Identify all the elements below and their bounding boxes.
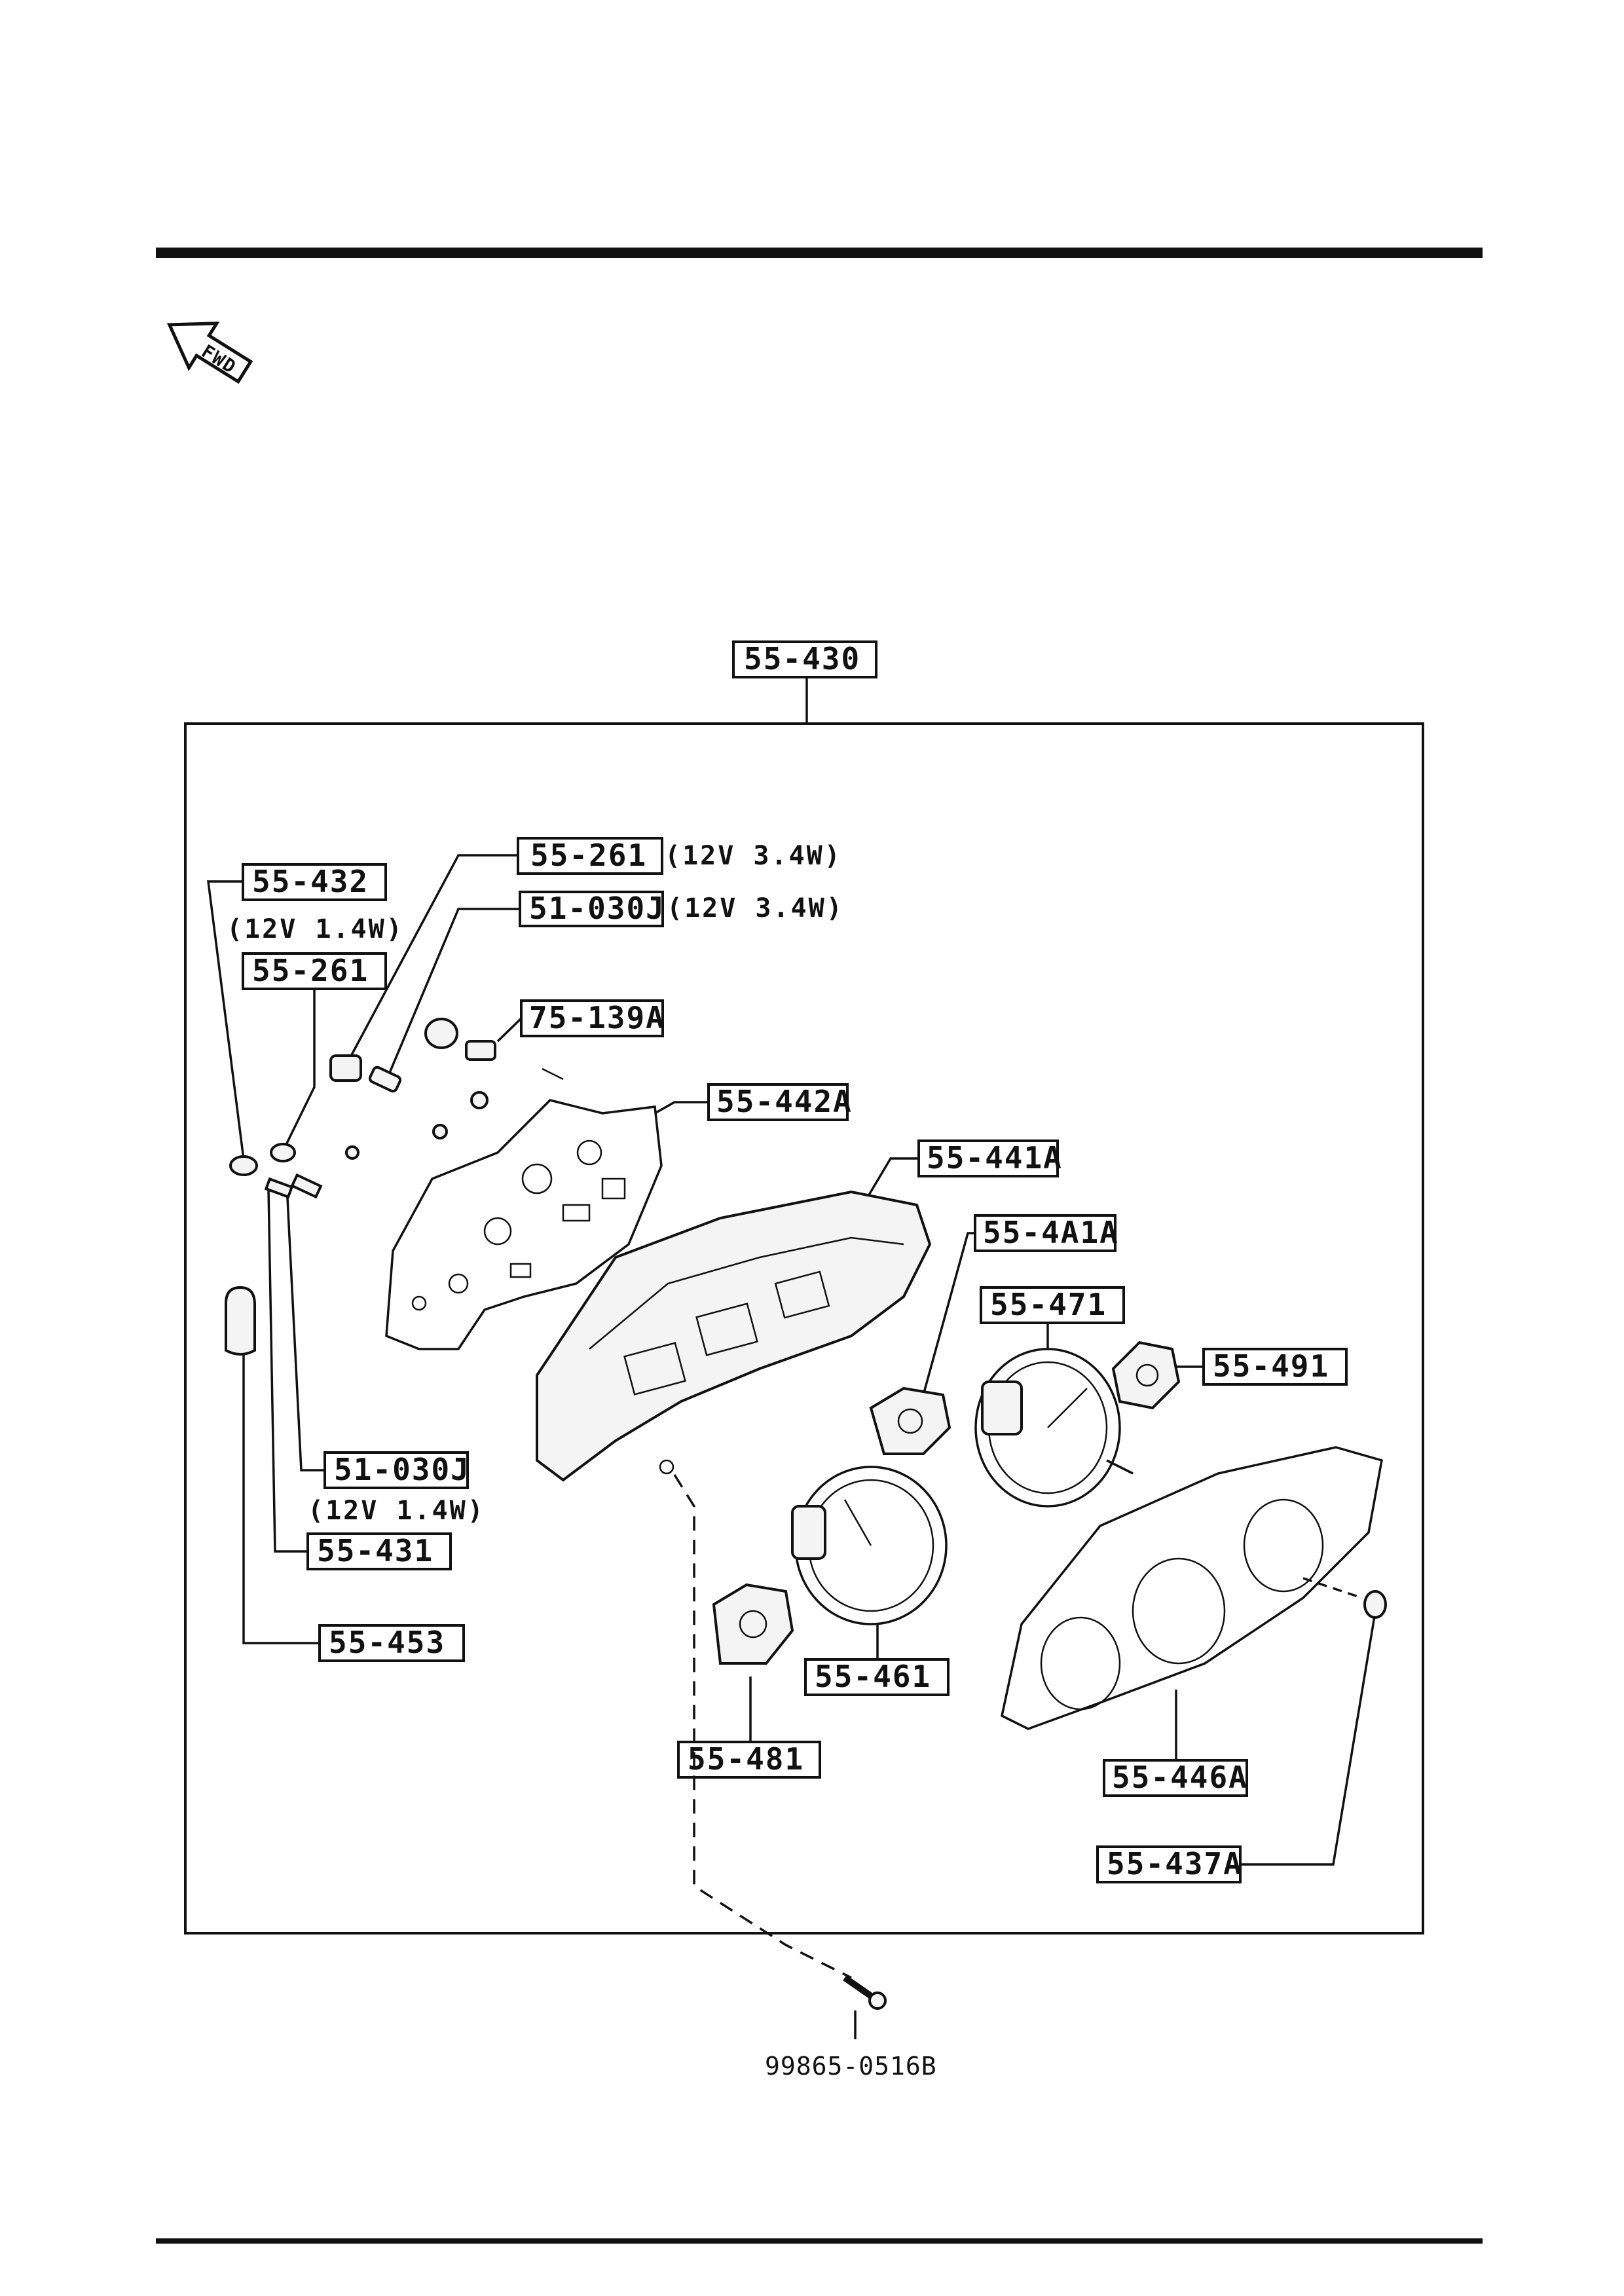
callout-gauge-small: 55-4A1A [922,1214,1119,1396]
fwd-arrow-icon: FWD [166,322,253,384]
case-part [536,1190,932,1482]
svg-text:99865-0516B: 99865-0516B [765,2052,937,2081]
callout-temp-gauge: 55-481 [677,1676,821,1779]
fuel-gauge-part [1111,1341,1181,1410]
callout-tachometer: 55-461 [804,1604,950,1696]
svg-text:55-437A: 55-437A [1107,1846,1243,1881]
printed-plate-part [385,1099,663,1350]
svg-text:55-446A: 55-446A [1112,1760,1248,1795]
bulb-sockets-group [229,1018,564,1199]
svg-text:55-471: 55-471 [990,1287,1107,1322]
cover-part [225,1286,256,1356]
callout-screw: 99865-0516B [673,1474,937,2081]
svg-text:55-430: 55-430 [744,641,860,676]
callout-assembly: 55-430 [732,640,877,724]
callout-bulb-left-a: 55-432 (12V 1.4W) [207,863,404,1160]
callout-cover: 55-453 [242,1349,465,1662]
svg-text:55-453: 55-453 [329,1625,445,1660]
speedometer-part [974,1348,1134,1508]
callout-case: 55-441A [850,1139,1063,1225]
svg-text:55-491: 55-491 [1213,1348,1329,1384]
header-rule [156,248,1483,258]
footer-rule [156,2238,1483,2244]
assembly-frame [184,722,1424,1935]
svg-text:55-461: 55-461 [815,1659,931,1694]
svg-text:51-030J: 51-030J [334,1452,470,1487]
small-gauge-part [869,1386,951,1455]
svg-text:55-261: 55-261 [530,838,647,873]
callout-socket-bottom: 55-431 [267,1189,452,1570]
temp-gauge-part [712,1583,794,1665]
svg-text:(12V 1.4W): (12V 1.4W) [308,1496,485,1526]
callout-bulb-bottom: 51-030J (12V 1.4W) [286,1185,485,1526]
svg-text:75-139A: 75-139A [529,1000,665,1035]
svg-text:(12V 1.4W): (12V 1.4W) [227,914,404,944]
callout-grommet: 55-437A [1096,1612,1376,1883]
tachometer-part [791,1466,948,1625]
svg-text:55-442A: 55-442A [716,1084,853,1119]
svg-text:(12V 3.4W): (12V 3.4W) [667,893,844,923]
svg-text:55-432: 55-432 [252,864,369,899]
lens-part [1001,1446,1384,1730]
callout-fuel-gauge: 55-491 [1172,1348,1348,1386]
screw-part [843,1974,887,2010]
svg-text:55-441A: 55-441A [927,1140,1063,1176]
svg-text:55-4A1A: 55-4A1A [983,1215,1119,1250]
callout-socket-top: 75-139A [496,999,665,1043]
svg-text:55-481: 55-481 [688,1741,804,1777]
svg-text:51-030J: 51-030J [529,891,665,926]
callout-printed-plate: 55-442A [654,1083,853,1121]
callout-lens: 55-446A [1103,1690,1248,1797]
callout-bulb-front-a: 55-261 (12V 3.4W) [347,837,842,1062]
svg-text:(12V 3.4W): (12V 3.4W) [665,841,842,871]
svg-text:55-261: 55-261 [252,953,369,988]
svg-text:55-431: 55-431 [317,1533,434,1568]
callout-bulb-front-b: 51-030J (12V 3.4W) [385,891,844,1081]
grommet-part [1302,1577,1387,1619]
callout-speedometer: 55-471 [980,1286,1125,1356]
callout-bulb-left-b: 55-261 [242,952,387,1152]
